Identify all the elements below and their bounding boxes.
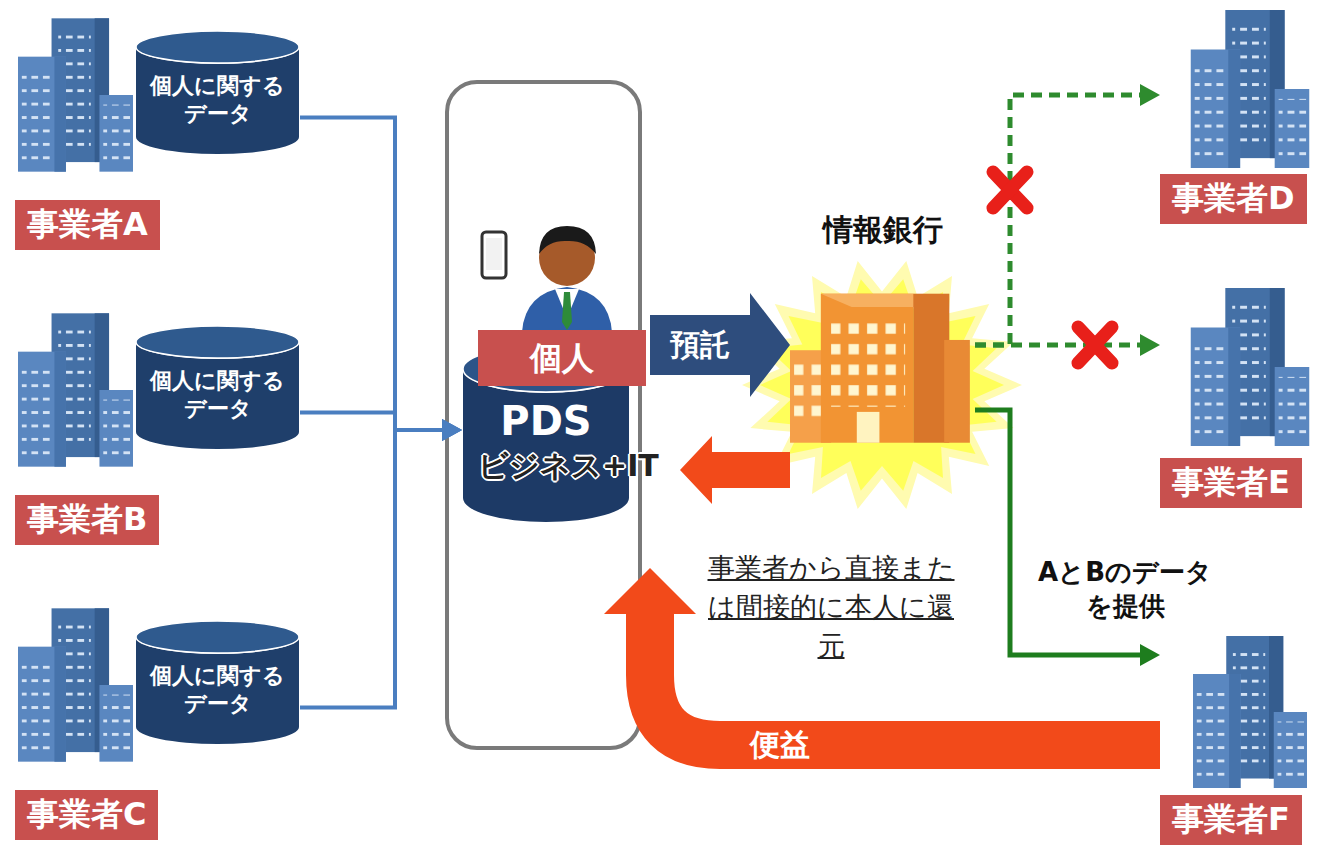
cross-mark — [1078, 327, 1112, 363]
cross-mark — [993, 172, 1027, 208]
shape-line — [993, 172, 1027, 208]
arrow-head — [442, 419, 462, 441]
building-f — [1193, 636, 1307, 788]
connector-line — [300, 413, 444, 431]
person-figure — [522, 226, 612, 332]
business-label: 事業者D — [1160, 174, 1307, 224]
arrow-head — [1140, 84, 1160, 106]
business-box: 事業者B 個人に関するデータ — [15, 305, 300, 545]
data-cylinder: 個人に関するデータ — [135, 620, 300, 745]
node-text: 個人に関するデータ — [135, 30, 300, 127]
connector — [975, 84, 1160, 345]
connector — [300, 118, 462, 442]
node-text: 個人に関するデータ — [135, 325, 300, 422]
cylinder-top — [463, 346, 629, 392]
person-label: 個人 — [478, 330, 646, 386]
connector-line — [300, 430, 444, 708]
building-b — [18, 313, 133, 466]
edge-label: AとBのデータを提供 — [1030, 556, 1220, 624]
connector-line — [975, 343, 1142, 348]
business-box: 事業者F — [1160, 645, 1325, 845]
business-label: 事業者F — [1160, 795, 1302, 845]
connector — [300, 419, 462, 708]
business-box: 事業者C 個人に関するデータ — [15, 600, 300, 840]
edge-label: 預託 — [670, 325, 730, 366]
cylinder-top — [136, 31, 299, 63]
shape-line — [993, 172, 1027, 208]
connector — [650, 293, 790, 397]
connector — [300, 413, 462, 442]
arrow-head — [1140, 334, 1160, 356]
arrow-head — [442, 419, 462, 441]
building-e — [1191, 288, 1310, 446]
shape-polygon — [562, 292, 572, 330]
edge-label: 便益 — [750, 725, 810, 766]
business-box: 事業者A 個人に関するデータ — [15, 10, 300, 250]
bank-heading: 情報銀行 — [790, 210, 975, 251]
phone-icon — [482, 232, 506, 278]
glow-star — [760, 279, 1004, 490]
arrow-head — [604, 568, 696, 614]
shape-path — [539, 226, 596, 254]
shape-line — [1078, 327, 1112, 363]
cylinder-top — [136, 621, 299, 653]
connector — [680, 436, 790, 504]
bank-building — [790, 294, 970, 443]
arrow-head — [1140, 644, 1160, 666]
business-label: 事業者B — [15, 495, 159, 545]
node-text: 個人 — [478, 330, 646, 386]
shape-path — [522, 287, 612, 332]
business-label: 事業者E — [1160, 458, 1302, 508]
bank-node: 情報銀行 — [790, 210, 975, 445]
shape-line — [1078, 327, 1112, 363]
arrow-head — [442, 419, 462, 441]
connector-line — [975, 95, 1142, 345]
building-c — [18, 608, 133, 761]
node-text: 個人に関するデータ — [135, 620, 300, 717]
pds-container — [447, 82, 640, 748]
connector — [975, 410, 1160, 666]
connector — [975, 334, 1160, 356]
thick-arrow — [650, 293, 790, 397]
watermark: ビジネス+IT — [478, 446, 659, 487]
data-cylinder: 個人に関するデータ — [135, 325, 300, 450]
business-box: 事業者E — [1160, 290, 1325, 508]
business-label: 事業者A — [15, 200, 160, 250]
business-box: 事業者D — [1160, 12, 1325, 224]
shape-rect — [482, 232, 506, 278]
thick-arrow — [680, 436, 790, 504]
building-d — [1191, 10, 1310, 168]
building-a — [18, 18, 133, 171]
shape-rect — [486, 238, 502, 270]
connector-line — [300, 118, 444, 431]
benefit-arrow — [650, 612, 1160, 745]
data-cylinder: 個人に関するデータ — [135, 30, 300, 155]
business-label: 事業者C — [15, 790, 158, 840]
return-note: 事業者から直接または間接的に本人に還元 — [700, 548, 962, 665]
cylinder-top — [136, 326, 299, 358]
